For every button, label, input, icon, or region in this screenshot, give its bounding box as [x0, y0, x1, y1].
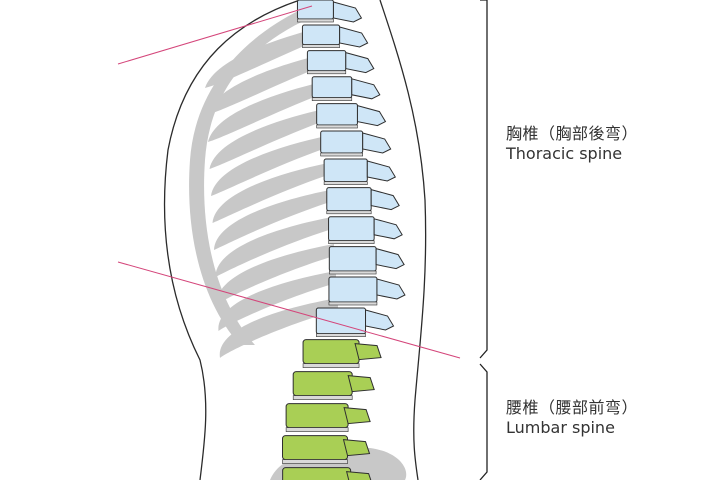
thoracic-vertebra — [316, 103, 358, 126]
rib — [208, 82, 322, 142]
rib — [211, 136, 326, 196]
thoracic-vertebra — [306, 50, 347, 72]
intervertebral-disc — [323, 181, 368, 185]
spinous-process — [356, 104, 387, 127]
thoracic-vertebra — [328, 216, 375, 242]
thoracic-vertebra — [296, 0, 334, 20]
intervertebral-disc — [329, 270, 377, 275]
thoracic-vertebra — [301, 24, 341, 46]
spinous-process — [342, 439, 371, 457]
thoracic-label-en: Thoracic spine — [506, 144, 623, 163]
thoracic-vertebra — [326, 187, 372, 212]
spinous-process — [365, 309, 395, 331]
lumbar-vertebra — [282, 467, 352, 484]
upper-pink-line — [117, 5, 313, 65]
thoracic-vertebra — [323, 158, 368, 183]
lumbar-vertebra — [282, 435, 349, 461]
spinous-process — [347, 375, 375, 393]
intervertebral-disc — [285, 427, 349, 432]
lumbar-label-jp: 腰椎（腰部前弯） — [506, 398, 639, 417]
rib — [209, 109, 324, 169]
thoracic-vertebra — [328, 276, 378, 303]
spinous-process — [343, 407, 371, 425]
spinous-process — [376, 278, 406, 300]
spinous-process — [339, 26, 369, 48]
thoracic-vertebra — [311, 76, 353, 99]
thoracic-bracket — [479, 0, 488, 359]
spinous-process — [345, 51, 375, 74]
lower-pink-line — [117, 261, 461, 359]
intervertebral-disc — [311, 97, 353, 101]
lumbar-vertebra — [292, 371, 353, 397]
intervertebral-disc — [316, 333, 366, 337]
rib — [214, 190, 330, 250]
rib — [206, 55, 320, 115]
lumbar-label-en: Lumbar spine — [506, 418, 615, 437]
rib-cage — [189, 10, 338, 358]
lumbar-label: 腰椎（腰部前弯） Lumbar spine — [506, 398, 638, 438]
spinous-process — [351, 78, 381, 100]
intervertebral-disc — [307, 70, 347, 75]
intervertebral-disc — [297, 18, 334, 23]
lumbar-vertebra — [302, 339, 360, 365]
intervertebral-disc — [326, 210, 372, 215]
rib — [216, 244, 334, 304]
thoracic-label: 胸椎（胸部後弯） Thoracic spine — [506, 124, 638, 164]
intervertebral-disc — [320, 152, 363, 157]
intervertebral-disc — [328, 240, 375, 244]
intervertebral-disc — [302, 44, 340, 48]
rib — [215, 217, 332, 277]
lumbar-vertebra — [285, 403, 349, 429]
spinous-process — [332, 1, 363, 23]
vertebral-column — [282, 0, 406, 484]
lumbar-bracket — [479, 363, 488, 481]
rib — [219, 298, 338, 358]
spinous-process — [370, 188, 400, 211]
intervertebral-disc — [302, 363, 360, 368]
spinous-process — [375, 247, 405, 270]
thoracic-label-jp: 胸椎（胸部後弯） — [506, 124, 639, 143]
intervertebral-disc — [282, 459, 348, 464]
body-outline — [163, 0, 427, 481]
intervertebral-disc — [292, 395, 353, 400]
spinous-process — [362, 132, 392, 154]
spinous-process — [373, 218, 403, 240]
thoracic-vertebra — [328, 246, 377, 272]
thoracic-vertebra — [320, 130, 364, 154]
spinous-process — [366, 160, 397, 182]
intervertebral-disc — [328, 301, 378, 306]
rib-cage-front — [189, 10, 310, 345]
intervertebral-disc — [316, 124, 358, 129]
rib — [218, 271, 336, 331]
spinous-process — [354, 343, 382, 361]
rib — [212, 163, 328, 223]
